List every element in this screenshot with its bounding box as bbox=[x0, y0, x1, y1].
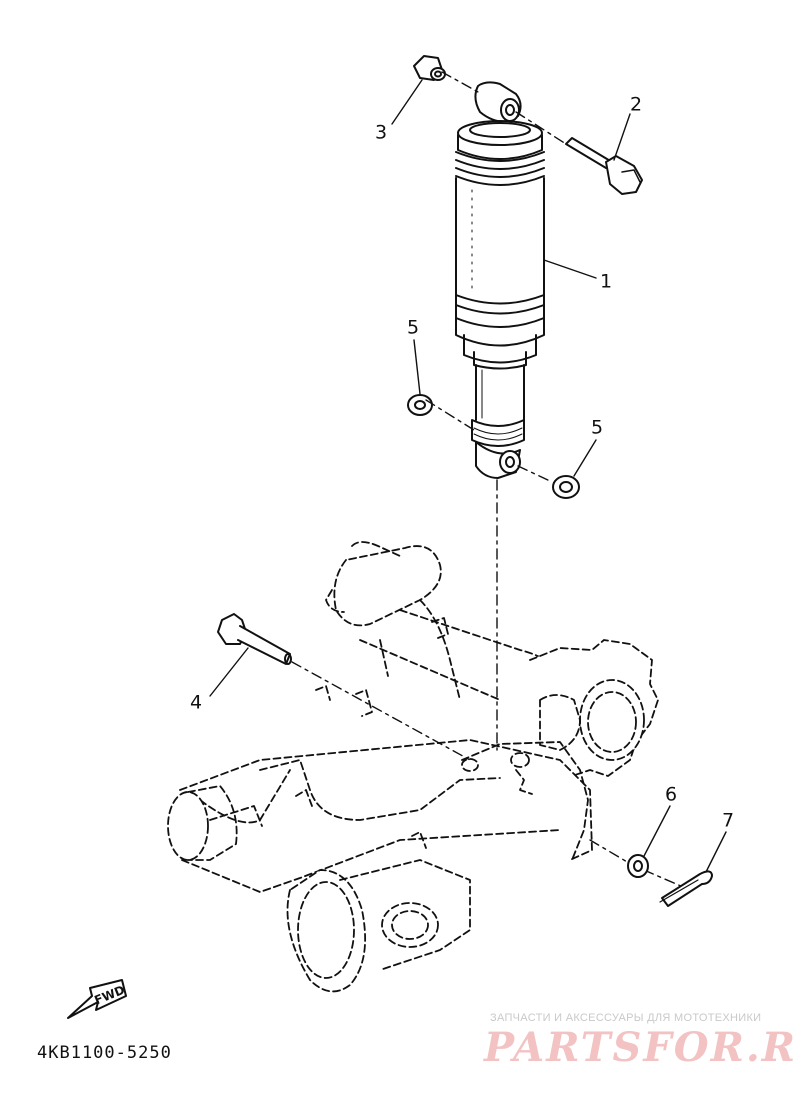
watermark-logo: PARTSFOR.RU bbox=[484, 1024, 800, 1071]
callout-5-right: 5 bbox=[590, 416, 604, 439]
watermark-tagline: ЗАПЧАСТИ И АКСЕССУАРЫ ДЛЯ МОТОТЕХНИКИ bbox=[490, 1012, 762, 1024]
swingarm bbox=[167, 541, 659, 993]
diagram-code: 4KB1100-5250 bbox=[37, 1043, 172, 1063]
nut-part-3 bbox=[413, 55, 446, 81]
washer-part-5-left bbox=[407, 394, 433, 416]
fwd-arrow-icon: FWD bbox=[67, 979, 127, 1019]
shock-absorber-part-1 bbox=[455, 81, 545, 479]
callout-3: 3 bbox=[374, 121, 388, 144]
callout-2: 2 bbox=[629, 93, 643, 116]
washer-part-6 bbox=[627, 854, 649, 878]
callout-7: 7 bbox=[721, 809, 735, 832]
callout-5-left: 5 bbox=[406, 316, 420, 339]
callout-6: 6 bbox=[664, 783, 678, 806]
bolt-part-2 bbox=[565, 137, 643, 195]
washer-part-5-right bbox=[552, 475, 580, 499]
assembly-axis-lines bbox=[291, 71, 691, 891]
callout-1: 1 bbox=[599, 270, 613, 293]
callout-leader-lines bbox=[209, 79, 727, 873]
callout-4: 4 bbox=[189, 691, 203, 714]
bolt-part-4 bbox=[217, 613, 292, 665]
cotter-pin-part-7 bbox=[659, 870, 713, 907]
